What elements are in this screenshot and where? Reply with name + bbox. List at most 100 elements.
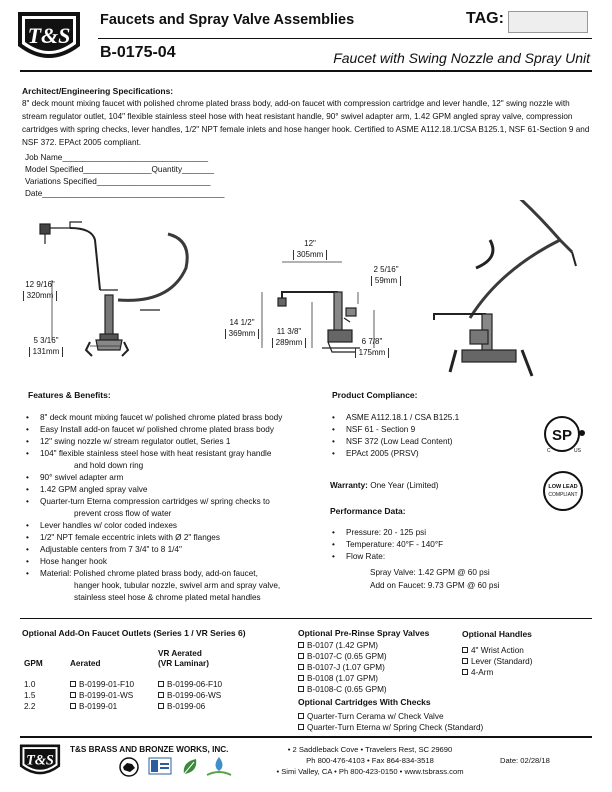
prerinse-option[interactable]: B-0107-J (1.07 GPM) bbox=[298, 662, 387, 673]
feature-item: stainless steel hose & chrome plated met… bbox=[74, 593, 261, 602]
dimension-label: 2 5/16"59mm bbox=[368, 265, 404, 286]
checkbox[interactable] bbox=[70, 703, 76, 709]
feature-item: Easy Install add-on faucet w/ polished c… bbox=[22, 424, 322, 436]
pressure: Pressure: 20 - 125 psi bbox=[328, 527, 548, 539]
dimension-lines bbox=[51, 261, 375, 348]
compliance-item: EPAct 2005 (PRSV) bbox=[328, 448, 528, 460]
svg-text:LOW LEAD: LOW LEAD bbox=[548, 484, 577, 490]
job-name-field[interactable]: Job Name________________________________ bbox=[25, 153, 209, 162]
prerinse-heading: Optional Pre-Rinse Spray Valves bbox=[298, 628, 430, 638]
performance-list: Pressure: 20 - 125 psi Temperature: 40°F… bbox=[328, 527, 548, 563]
dimension-label: 11 3/8"289mm bbox=[271, 327, 307, 348]
options-divider bbox=[20, 618, 592, 619]
model-number: B-0175-04 bbox=[100, 44, 176, 61]
ts-logo: T&S bbox=[18, 12, 80, 58]
checkbox[interactable] bbox=[158, 692, 164, 698]
checkbox[interactable] bbox=[70, 681, 76, 687]
prerinse-option[interactable]: B-0108 (1.07 GPM) bbox=[298, 673, 387, 684]
features-heading: Features & Benefits: bbox=[28, 390, 111, 400]
checkbox[interactable] bbox=[158, 681, 164, 687]
prerinse-option[interactable]: B-0108-C (0.65 GPM) bbox=[298, 684, 387, 695]
handle-option[interactable]: Lever (Standard) bbox=[462, 656, 532, 667]
company-address: • 2 Saddleback Cove • Travelers Rest, SC… bbox=[276, 745, 464, 776]
dimension-label: 14 1/2"369mm bbox=[224, 318, 260, 339]
feature-item: 1/2" NPT female eccentric inlets with Ø … bbox=[22, 532, 322, 544]
job-info-block: Job Name________________________________… bbox=[25, 152, 224, 200]
compliance-heading: Product Compliance: bbox=[332, 390, 418, 400]
addon-outlets-heading: Optional Add-On Faucet Outlets (Series 1… bbox=[22, 628, 246, 638]
feature-item: 1.42 GPM angled spray valve bbox=[22, 484, 322, 496]
dimension-label: 12 9/16"320mm bbox=[22, 280, 58, 301]
variations-field[interactable]: Variations Specified____________________… bbox=[25, 177, 211, 186]
compliance-item: ASME A112.18.1 / CSA B125.1 bbox=[328, 412, 528, 424]
cartridges-list: Quarter-Turn Cerama w/ Check Valve Quart… bbox=[298, 711, 483, 733]
warranty: Warranty: One Year (Limited) bbox=[330, 481, 439, 490]
feature-item: prevent cross flow of water bbox=[74, 509, 172, 518]
watersense-icon bbox=[206, 757, 232, 776]
page-title: Faucets and Spray Valve Assemblies bbox=[100, 12, 355, 28]
compliance-list: ASME A112.18.1 / CSA B125.1 NSF 61 - Sec… bbox=[328, 412, 528, 460]
prerinse-list: B-0107 (1.42 GPM) B-0107-C (0.65 GPM) B-… bbox=[298, 640, 387, 695]
dimension-label: 6 7/8"175mm bbox=[354, 337, 390, 358]
prerinse-option[interactable]: B-0107-C (0.65 GPM) bbox=[298, 651, 387, 662]
col-vr-header: VR Aerated bbox=[158, 649, 202, 658]
checkbox[interactable] bbox=[70, 692, 76, 698]
feature-item: Adjustable centers from 7 3/4" to 8 1/4" bbox=[22, 544, 322, 556]
col-vr-header-2: (VR Laminar) bbox=[158, 659, 209, 668]
svg-text:SP: SP bbox=[552, 427, 572, 444]
product-drawings bbox=[39, 200, 577, 377]
svg-text:US: US bbox=[574, 448, 582, 454]
model-specified-field[interactable]: Model Specified_______________Quantity__… bbox=[25, 165, 214, 174]
feature-item: 104" flexible stainless steel hose with … bbox=[22, 448, 322, 460]
tag-label: TAG: bbox=[466, 10, 504, 27]
spec-body: 8" deck mount mixing faucet with polishe… bbox=[22, 99, 590, 147]
flow-rate: Flow Rate: bbox=[328, 551, 548, 563]
cartridge-option[interactable]: Quarter-Turn Cerama w/ Check Valve bbox=[298, 711, 483, 722]
feature-item: 12" swing nozzle w/ stream regulator out… bbox=[22, 436, 322, 448]
iso-cert-icon bbox=[148, 757, 172, 775]
usa-made-icon bbox=[119, 757, 139, 777]
feature-item: hanger hook, tubular nozzle, swivel arm … bbox=[74, 581, 281, 590]
svg-text:T&S: T&S bbox=[26, 753, 54, 769]
prerinse-option[interactable]: B-0107 (1.42 GPM) bbox=[298, 640, 387, 651]
company-name: T&S BRASS AND BRONZE WORKS, INC. bbox=[70, 745, 229, 754]
compliance-item: NSF 61 - Section 9 bbox=[328, 424, 528, 436]
performance-heading: Performance Data: bbox=[330, 506, 406, 516]
feature-item: Hose hanger hook bbox=[22, 556, 322, 568]
handle-option[interactable]: 4-Arm bbox=[462, 667, 532, 678]
product-subtitle: Faucet with Swing Nozzle and Spray Unit bbox=[333, 50, 590, 66]
low-lead-icon: LOW LEAD COMPLIANT bbox=[543, 471, 583, 511]
features-list: 8" deck mount mixing faucet w/ polished … bbox=[22, 412, 322, 604]
handles-heading: Optional Handles bbox=[462, 629, 532, 639]
side-view-drawing bbox=[277, 291, 360, 353]
temperature: Temperature: 40°F - 140°F bbox=[328, 539, 548, 551]
cartridges-heading: Optional Cartridges With Checks bbox=[298, 697, 431, 707]
front-view-drawing bbox=[39, 221, 189, 357]
cartridge-option[interactable]: Quarter-Turn Eterna w/ Spring Check (Sta… bbox=[298, 722, 483, 733]
handle-option[interactable]: 4" Wrist Action bbox=[462, 645, 532, 656]
header-divider bbox=[98, 38, 592, 39]
csa-cert-icon: SP C US bbox=[544, 416, 585, 454]
compliance-item: NSF 372 (Low Lead Content) bbox=[328, 436, 528, 448]
checkbox[interactable] bbox=[158, 703, 164, 709]
footer-rule bbox=[20, 736, 592, 738]
feature-item: Quarter-turn Eterna compression cartridg… bbox=[22, 496, 322, 508]
logo-letters: T&S bbox=[28, 23, 71, 48]
feature-item: Lever handles w/ color coded indexes bbox=[22, 520, 322, 532]
spec-heading: Architect/Engineering Specifications: bbox=[22, 86, 174, 96]
tag-field[interactable] bbox=[508, 11, 588, 33]
feature-item: 90° swivel adapter arm bbox=[22, 472, 322, 484]
dimension-label: 12"305mm bbox=[290, 239, 330, 260]
green-leaf-icon bbox=[183, 759, 197, 775]
header-bottom-rule bbox=[20, 70, 592, 72]
flow-spray-valve: Spray Valve: 1.42 GPM @ 60 psi bbox=[370, 568, 490, 577]
dimension-label: 5 3/16"131mm bbox=[28, 336, 64, 357]
perspective-view-drawing bbox=[433, 200, 577, 377]
svg-text:COMPLIANT: COMPLIANT bbox=[548, 492, 577, 498]
col-aerated-header: Aerated bbox=[70, 659, 101, 668]
feature-item: Material: Polished chrome plated brass b… bbox=[22, 568, 322, 580]
footer-logo: T&S bbox=[19, 744, 61, 775]
col-gpm-header: GPM bbox=[24, 659, 43, 668]
date-field[interactable]: Date____________________________________… bbox=[25, 189, 225, 198]
handles-list: 4" Wrist Action Lever (Standard) 4-Arm bbox=[462, 645, 532, 678]
